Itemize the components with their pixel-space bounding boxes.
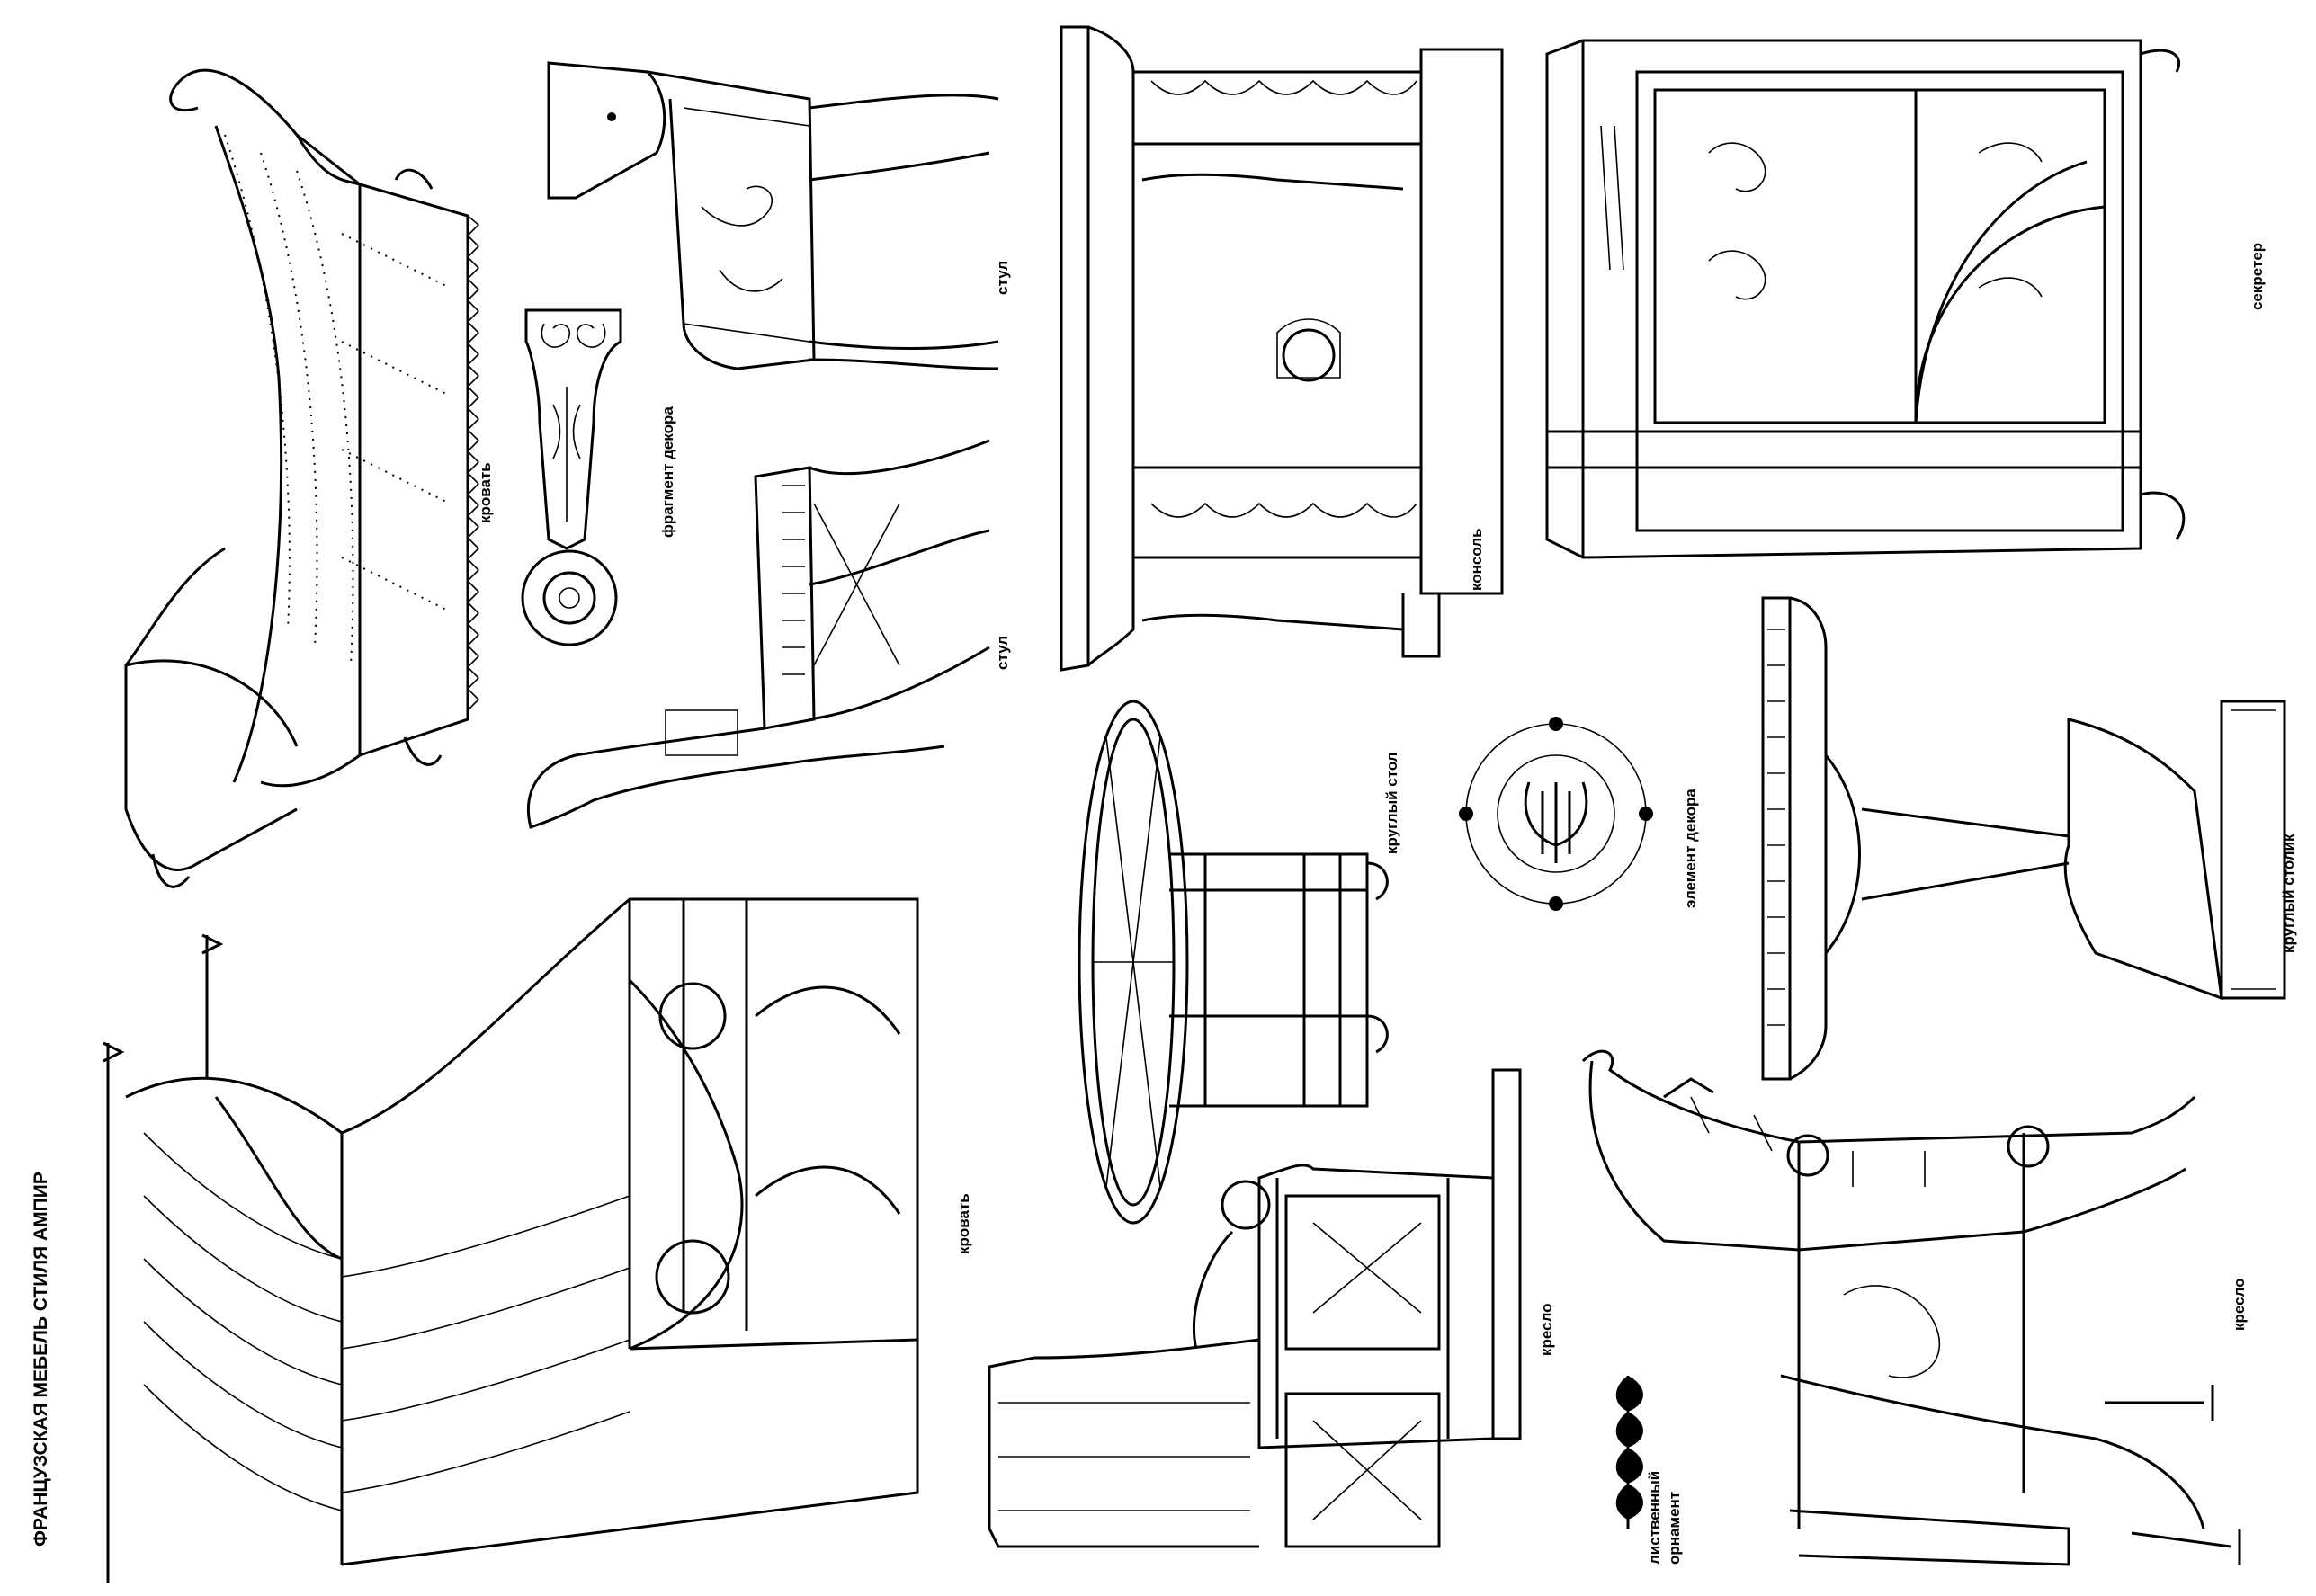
decor-element-drawing: [1459, 717, 1653, 911]
label-armchair-middle: кресло: [1538, 1303, 1555, 1356]
label-secretary: секретер: [2249, 242, 2266, 310]
label-leaf-ornament-2: орнамент: [1666, 1491, 1683, 1565]
label-decor-element: элемент декора: [1682, 789, 1699, 908]
label-armchair-right: кресло: [2231, 1278, 2248, 1331]
chair-top-drawing: [547, 61, 999, 370]
label-round-table: круглый стол: [1383, 752, 1400, 854]
armchair-middle-drawing: [988, 1068, 1522, 1548]
secretary-drawing: [1545, 39, 2186, 559]
page-title: ФРАНЦУЗСКАЯ МЕБЕЛЬ СТИЛЯ АМПИР: [31, 1172, 51, 1547]
daybed-drawing: [124, 68, 480, 888]
label-chair-top: стул: [994, 260, 1011, 295]
label-round-side-table: круглый столик: [2280, 834, 2297, 953]
leaf-ornament-drawing: [1615, 1376, 1643, 1529]
label-decor-fragment: фрагмент декора: [659, 406, 676, 538]
round-side-table-drawing: [1761, 596, 2286, 1081]
label-canopy-bed: кровать: [955, 1193, 972, 1254]
armchair-right-drawing: [1581, 1049, 2241, 1566]
round-table-drawing: [1078, 700, 1389, 1225]
console-drawing: [1060, 25, 1504, 672]
label-bed-top: кровать: [477, 462, 494, 523]
label-console: консоль: [1468, 528, 1485, 591]
chair-bottom-drawing: [526, 439, 990, 829]
label-chair-bottom: стул: [994, 635, 1011, 670]
canopy-bed-drawing: [103, 897, 919, 1583]
label-leaf-ornament-1: лиственный: [1646, 1470, 1663, 1565]
decor-fragment-drawing: [521, 308, 622, 646]
